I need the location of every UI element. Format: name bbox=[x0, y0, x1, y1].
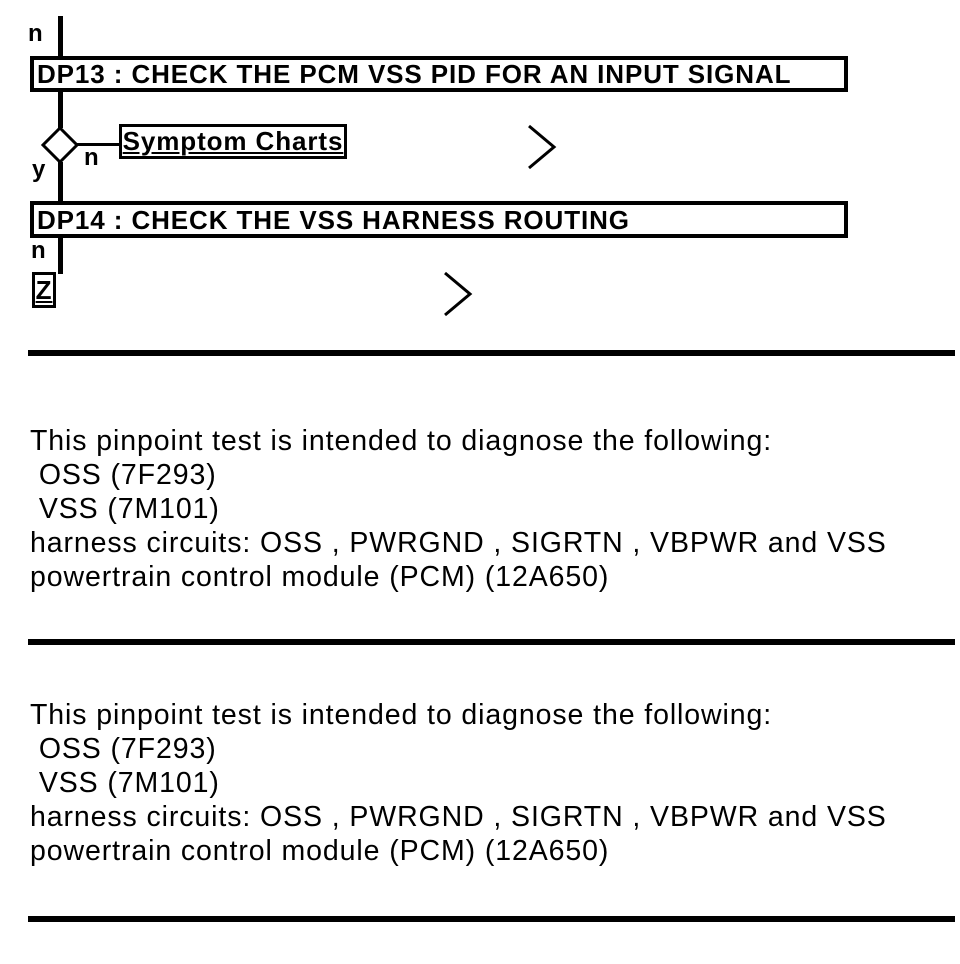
connector-line-dp13-to-decision bbox=[58, 92, 63, 128]
connector-line-top bbox=[58, 16, 63, 57]
decision-diamond-icon bbox=[41, 126, 79, 164]
pinpoint-test-description: This pinpoint test is intended to diagno… bbox=[30, 425, 887, 593]
decision-no-label: n bbox=[84, 144, 99, 171]
dp13-title: DP13 : CHECK THE PCM VSS PID FOR AN INPU… bbox=[37, 59, 792, 89]
section-divider bbox=[28, 350, 955, 356]
section-divider bbox=[28, 639, 955, 645]
decision-yes-label: y bbox=[32, 156, 46, 183]
z-link-label: Z bbox=[35, 274, 53, 305]
chevron-right-icon[interactable] bbox=[442, 270, 474, 318]
pinpoint-test-description: This pinpoint test is intended to diagno… bbox=[30, 699, 887, 867]
entry-branch-label: n bbox=[28, 20, 43, 47]
connector-line-dp14-bottom bbox=[58, 238, 63, 274]
connector-line-decision-to-dp14 bbox=[58, 162, 63, 201]
dp13-node[interactable]: DP13 : CHECK THE PCM VSS PID FOR AN INPU… bbox=[30, 56, 848, 92]
z-link[interactable]: Z bbox=[32, 272, 56, 308]
connector-line-decision-to-symptom bbox=[77, 143, 121, 146]
dp14-title: DP14 : CHECK THE VSS HARNESS ROUTING bbox=[37, 204, 630, 235]
chevron-right-icon[interactable] bbox=[526, 123, 558, 171]
symptom-charts-link[interactable]: Symptom Charts bbox=[119, 124, 347, 159]
dp14-branch-label: n bbox=[31, 237, 46, 264]
symptom-charts-label: Symptom Charts bbox=[122, 126, 344, 156]
section-divider bbox=[28, 916, 955, 922]
dp14-node[interactable]: DP14 : CHECK THE VSS HARNESS ROUTING bbox=[30, 201, 848, 238]
